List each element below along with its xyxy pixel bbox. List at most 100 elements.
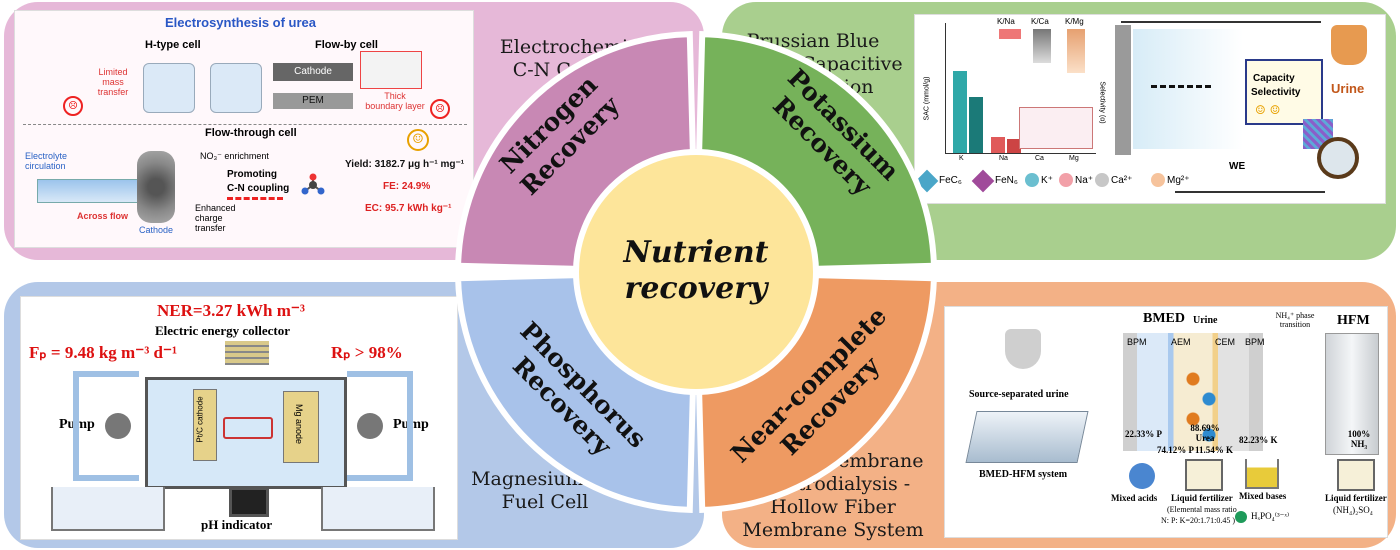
caption-line: Electrochemical <box>499 36 657 58</box>
kca-header: K/Ca <box>1031 17 1049 26</box>
happy-face-icon: ☺ <box>407 129 429 151</box>
ion-flow-area <box>1133 29 1243 149</box>
mixed-acids-label: Mixed acids <box>1111 493 1158 503</box>
across-flow-label: Across flow <box>77 211 129 221</box>
x-cat-k: K <box>959 155 964 162</box>
urine-inlet-label: Urine <box>1193 315 1218 326</box>
k2-recovery: 11.54% K <box>1195 445 1234 455</box>
flow-by-label: Flow-by cell <box>315 39 378 51</box>
urea-electrosynthesis-figure: Electrosynthesis of urea H-type cell Flo… <box>14 10 474 248</box>
elemental-label: (Elemental mass ratio <box>1167 505 1237 514</box>
x-cat-na: Na <box>999 155 1008 162</box>
p2-recovery: 74.12% P <box>1157 445 1194 455</box>
fen6-icon <box>971 169 995 193</box>
exchange-arrow-icon <box>1151 85 1211 88</box>
promoting-label: Promoting <box>227 169 277 180</box>
sad-face-icon-2: ☹ <box>430 99 450 119</box>
liquid-fertilizer-label: Liquid fertilizer <box>1171 493 1233 503</box>
h-type-label: H-type cell <box>145 39 201 51</box>
caption-line: Fuel Cell <box>501 491 589 513</box>
circuit-top <box>1121 21 1321 23</box>
bar-na-2 <box>1007 139 1021 153</box>
system-device-icon <box>965 411 1089 463</box>
ner-value: NER=3.27 kWh m⁻³ <box>157 301 305 320</box>
caption-line: Hybrid Capacitive <box>728 53 903 75</box>
ratio-label: N: P: K=20:1.71:0.45 ) <box>1161 516 1236 525</box>
caption-electrochemical: Electrochemical C-N Coupling <box>478 36 678 82</box>
cn-coupling-label: C-N coupling <box>227 183 290 194</box>
legend-row: FeC₆ FeN₆ K⁺ Na⁺ Ca²⁺ <box>915 169 1139 199</box>
bpm-left-label: BPM <box>1127 337 1147 347</box>
nh3-recovery: 100% NH₃ <box>1347 429 1371 449</box>
circuit-bottom <box>1175 191 1325 193</box>
caption-line: Magnesium-Air <box>471 468 619 490</box>
flask-icon <box>1129 463 1155 489</box>
bar-chart-area <box>945 23 1096 154</box>
nh4-phase-label: NH₄⁺ phase transition <box>1275 311 1315 329</box>
reservoir-left <box>51 487 165 531</box>
caption-prussian-blue: Prussian Blue Hybrid Capacitive Deioniza… <box>728 30 903 99</box>
bmed-title: BMED <box>1143 311 1185 326</box>
electrode-plate <box>1115 25 1131 155</box>
fertilizer-jar-icon <box>1185 459 1223 491</box>
x-cat-mg: Mg <box>1069 155 1079 162</box>
urea-recovery: 88.69% Urea <box>1190 423 1220 443</box>
caption-bmed: Bipolar Membrane Electrodialysis - Hollo… <box>728 450 938 542</box>
caption-line: Bipolar Membrane <box>742 450 924 472</box>
sad-face-icon: ☹ <box>63 96 83 116</box>
h-cell-right <box>210 63 262 113</box>
promote-arrow-icon <box>227 197 283 200</box>
caption-line: C-N Coupling <box>512 59 644 81</box>
beaker-icon <box>1245 459 1279 489</box>
legend-k: K⁺ <box>1041 175 1053 186</box>
source-label: Source-separated urine <box>969 389 1069 400</box>
magnifier-icon <box>1317 137 1359 179</box>
mg-ion-icon <box>1151 173 1165 187</box>
na-ion-icon <box>1059 173 1073 187</box>
caption-line: Hollow Fiber <box>770 496 896 518</box>
fec6-icon <box>915 169 939 193</box>
mg-air-fuel-cell-figure: NER=3.27 kWh m⁻³ Electric energy collect… <box>20 296 458 540</box>
boundary-box <box>360 51 422 89</box>
we-label: WE <box>1229 161 1246 172</box>
caption-line: Electrodialysis - <box>755 473 911 495</box>
collector-label: Electric energy collector <box>155 323 290 338</box>
legend-mg: Mg²⁺ <box>1167 175 1190 186</box>
yield-value: Yield: 3182.7 μg h⁻¹ mg⁻¹ <box>345 159 465 170</box>
sel-bar-mg <box>1067 29 1085 73</box>
cathode-mesh <box>137 151 175 223</box>
cathode-bar: Cathode <box>273 63 353 81</box>
mixed-bases-label: Mixed bases <box>1239 491 1287 501</box>
nh3-column <box>1325 333 1379 455</box>
kna-header: K/Na <box>997 17 1015 26</box>
fertilizer-jar-icon-2 <box>1337 459 1375 491</box>
figure-title: Electrosynthesis of urea <box>165 15 316 30</box>
urea-molecule-icon <box>300 173 326 199</box>
k-ion-icon <box>1025 173 1039 187</box>
reservoir-right <box>321 487 435 531</box>
system-label: BMED-HFM system <box>979 469 1068 480</box>
nh4so4-label: (NH₄)₂SO₄ <box>1333 505 1373 515</box>
urine-label: Urine <box>1331 81 1365 96</box>
fp-value: Fₚ = 9.48 kg m⁻³ d⁻¹ <box>29 343 178 362</box>
phcdi-figure: SAC (mmol/g) K/Na K/Ca K/Mg K Na Ca Mg S… <box>914 14 1386 204</box>
toilet-icon <box>1331 25 1367 65</box>
bar-na <box>991 137 1005 153</box>
flow-pipe <box>37 179 139 203</box>
bar-k-2 <box>969 97 983 153</box>
cem-label: CEM <box>1215 337 1235 347</box>
caption-magnesium-air: Magnesium-Air Fuel Cell <box>450 468 640 514</box>
mg-anode-label: Mg anode <box>294 403 305 445</box>
selectivity-label: Selectivity <box>1251 87 1301 98</box>
sel-bar-ca <box>1033 29 1051 63</box>
capacity-label: Capacity <box>1253 73 1295 84</box>
phosphate-dot-icon <box>1235 511 1247 523</box>
urinal-icon <box>1005 329 1041 369</box>
pump-right-icon <box>357 413 383 439</box>
caption-line: Prussian Blue <box>746 30 880 52</box>
pump-left-icon <box>105 413 131 439</box>
k-recovery: 82.23% K <box>1239 435 1278 445</box>
rp-value: Rₚ > 98% <box>331 343 403 362</box>
ec-value: EC: 95.7 kWh kg⁻¹ <box>365 203 452 214</box>
emoji-row: ☺ ☺ <box>1255 103 1281 117</box>
